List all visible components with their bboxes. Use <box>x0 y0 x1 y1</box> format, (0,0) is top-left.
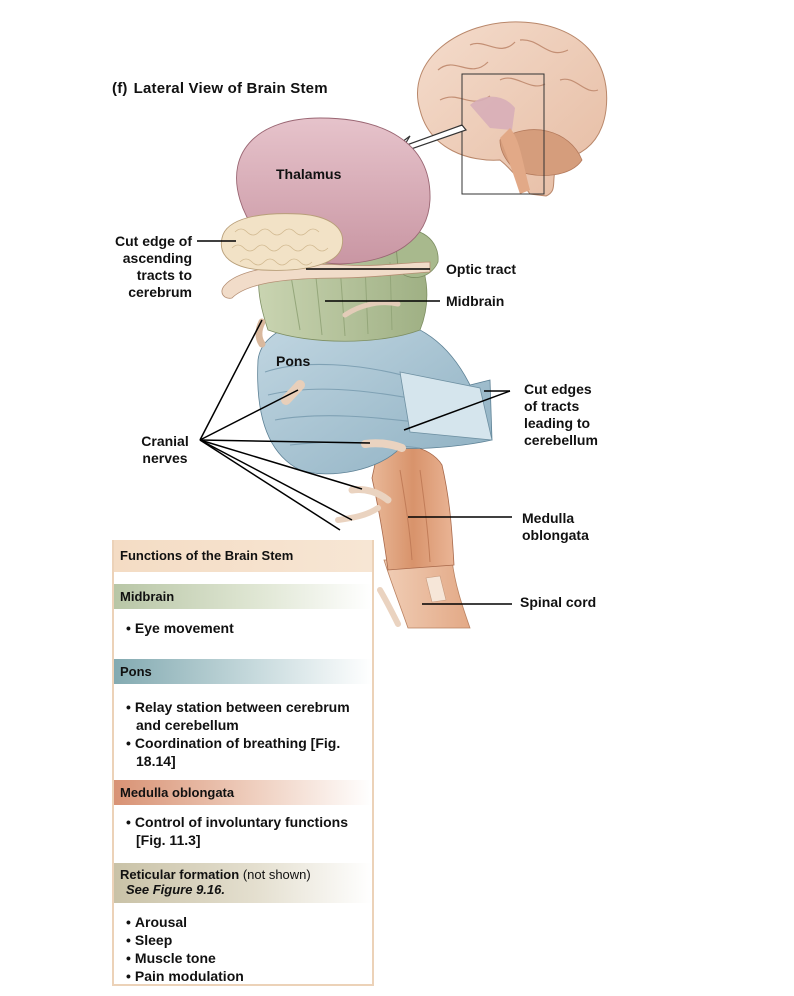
medulla-function-list: Control of involuntary functions [Fig. 1… <box>114 813 372 849</box>
label-line: nerves <box>142 450 188 466</box>
list-item: Sleep <box>126 931 372 949</box>
list-item: Pain modulation <box>126 967 372 985</box>
reticular-function-list: Arousal Sleep Muscle tone Pain modulatio… <box>114 913 372 985</box>
figure-title: (f) Lateral View of Brain Stem <box>112 80 328 97</box>
section-heading-reticular: Reticular formation (not shown) See Figu… <box>114 863 372 903</box>
label-cut-edges-cerebellum: Cut edges of tracts leading to cerebellu… <box>524 381 598 449</box>
label-line: tracts to <box>136 267 192 283</box>
label-spinal-cord: Spinal cord <box>520 594 597 610</box>
label-line: cerebrum <box>128 284 192 300</box>
section-heading-midbrain: Midbrain <box>114 584 372 609</box>
label-line: leading to <box>524 415 591 431</box>
label-line: of tracts <box>524 398 580 414</box>
list-item: Coordination of breathing [Fig. 18.14] <box>126 734 372 770</box>
medulla-shape <box>371 444 455 571</box>
label-line: oblongata <box>522 527 589 543</box>
list-item: Relay station between cerebrum and cereb… <box>126 698 372 734</box>
label-line: Cut edges <box>524 381 592 397</box>
cerebellar-cut-edge-shape <box>399 371 493 441</box>
label-thalamus: Thalamus <box>276 166 342 182</box>
list-item: Arousal <box>126 913 372 931</box>
midbrain-function-list: Eye movement <box>114 619 372 637</box>
section-heading-pons: Pons <box>114 659 372 684</box>
list-item: Eye movement <box>126 619 372 637</box>
label-line: Medulla <box>522 510 575 526</box>
label-optic-tract: Optic tract <box>446 261 517 277</box>
label-cranial-nerves: Cranial nerves <box>130 433 200 467</box>
figure-title-text: Lateral View of Brain Stem <box>133 80 328 97</box>
functions-panel: Functions of the Brain Stem Midbrain Eye… <box>112 540 374 986</box>
spinal-cord-shape <box>383 559 471 629</box>
label-midbrain: Midbrain <box>446 293 505 309</box>
label-line: Cut edge of <box>115 233 192 249</box>
list-item: Control of involuntary functions [Fig. 1… <box>126 813 372 849</box>
pons-function-list: Relay station between cerebrum and cereb… <box>114 698 372 770</box>
label-medulla-oblongata: Medulla oblongata <box>522 510 589 544</box>
reticular-see-figure: See Figure 9.16. <box>126 882 225 897</box>
brain-inset <box>417 21 608 197</box>
section-heading-medulla: Medulla oblongata <box>114 780 372 805</box>
label-cut-edge-ascending: Cut edge of ascending tracts to cerebrum <box>80 233 192 301</box>
figure-tag: (f) <box>112 80 128 97</box>
label-line: cerebellum <box>524 432 598 448</box>
reticular-note: (not shown) <box>242 867 311 882</box>
label-line: Cranial <box>141 433 189 449</box>
cranial-nerves-shapes <box>255 300 406 627</box>
reticular-heading-text: Reticular formation <box>120 867 240 882</box>
ascending-tracts-cut-edge <box>220 213 344 271</box>
label-line: ascending <box>122 250 192 266</box>
functions-panel-title: Functions of the Brain Stem <box>114 540 372 572</box>
list-item: Muscle tone <box>126 949 372 967</box>
label-pons: Pons <box>276 353 311 369</box>
leader-lines <box>197 240 512 605</box>
